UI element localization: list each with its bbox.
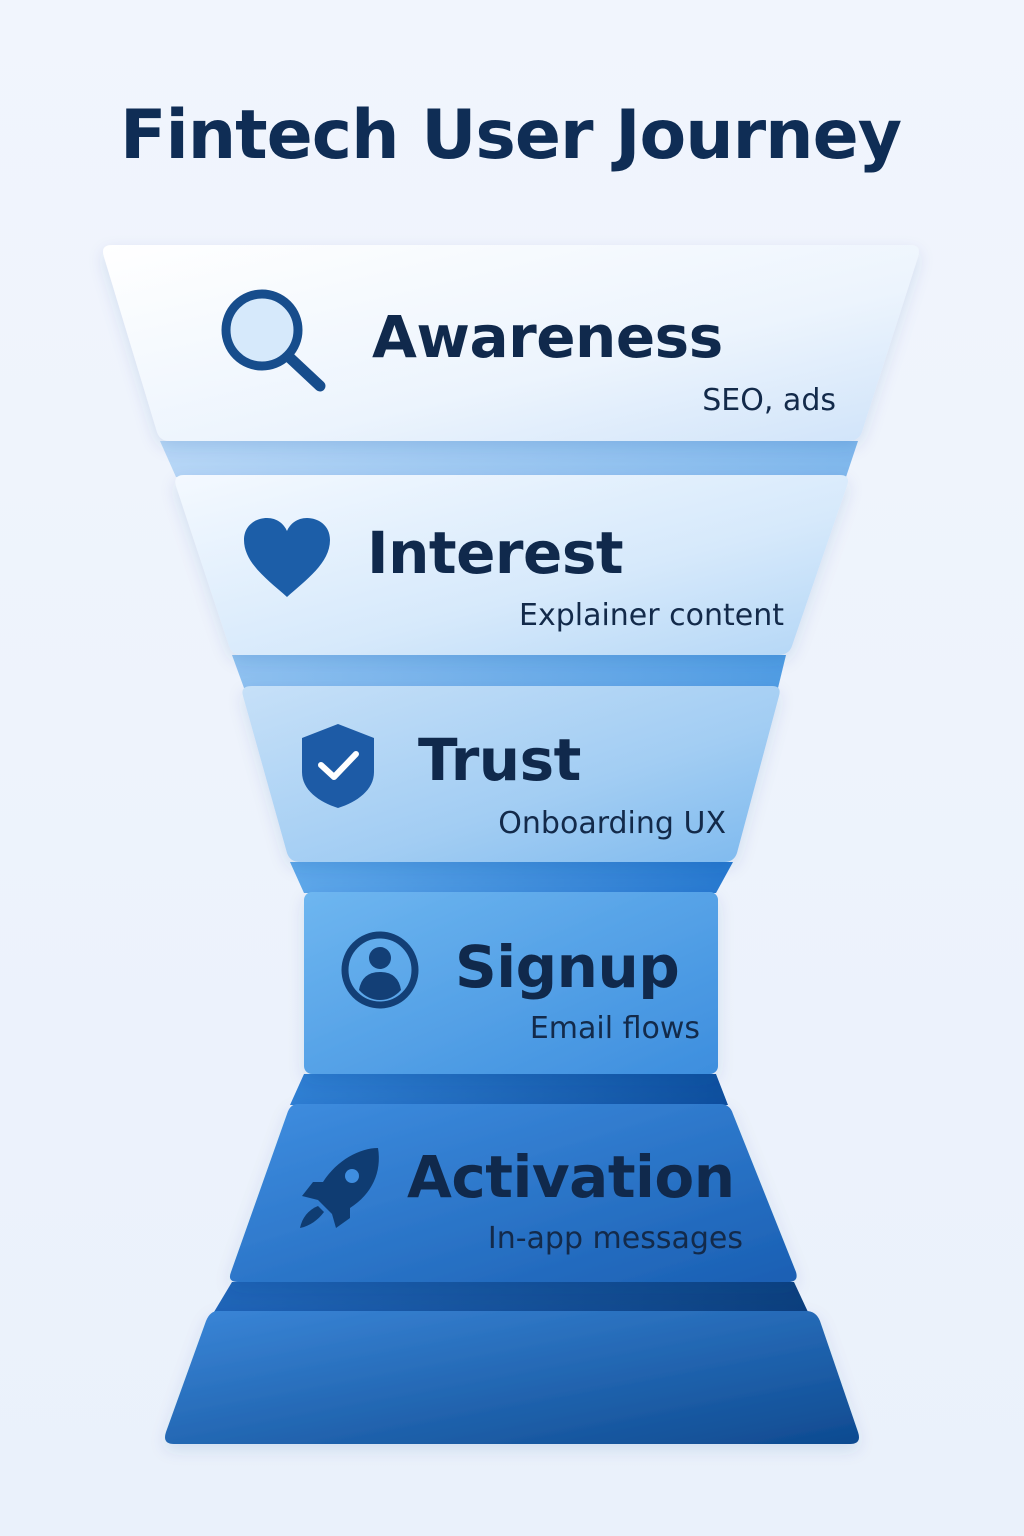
stage-title-trust: Trust — [418, 726, 581, 794]
stage-subtitle-trust: Onboarding UX — [498, 806, 726, 841]
search-icon — [221, 289, 326, 392]
tier-connector — [232, 655, 786, 688]
tier-connector — [290, 862, 733, 893]
stage-subtitle-activation: In-app messages — [487, 1221, 743, 1256]
tier-connector — [160, 441, 858, 477]
stage-title-awareness: Awareness — [372, 303, 723, 371]
funnel-base — [165, 1311, 859, 1444]
stage-title-interest: Interest — [367, 519, 624, 587]
rocket-icon — [300, 1148, 379, 1228]
funnel-tier-signup — [304, 892, 718, 1074]
shield-check-icon — [302, 724, 374, 808]
diagram-title: Fintech User Journey — [120, 96, 902, 175]
stage-title-activation: Activation — [407, 1143, 735, 1211]
user-circle-icon — [341, 931, 419, 1009]
funnel-tier-awareness — [103, 245, 919, 441]
tier-connector — [290, 1074, 728, 1105]
heart-icon — [244, 518, 330, 597]
tier-connector — [214, 1282, 808, 1312]
stage-subtitle-signup: Email flows — [529, 1011, 700, 1046]
funnel-tier-trust — [242, 686, 780, 862]
stage-subtitle-interest: Explainer content — [518, 598, 784, 633]
funnel-tier-interest — [175, 475, 849, 655]
stage-title-signup: Signup — [455, 933, 680, 1001]
stage-subtitle-awareness: SEO, ads — [702, 383, 836, 418]
